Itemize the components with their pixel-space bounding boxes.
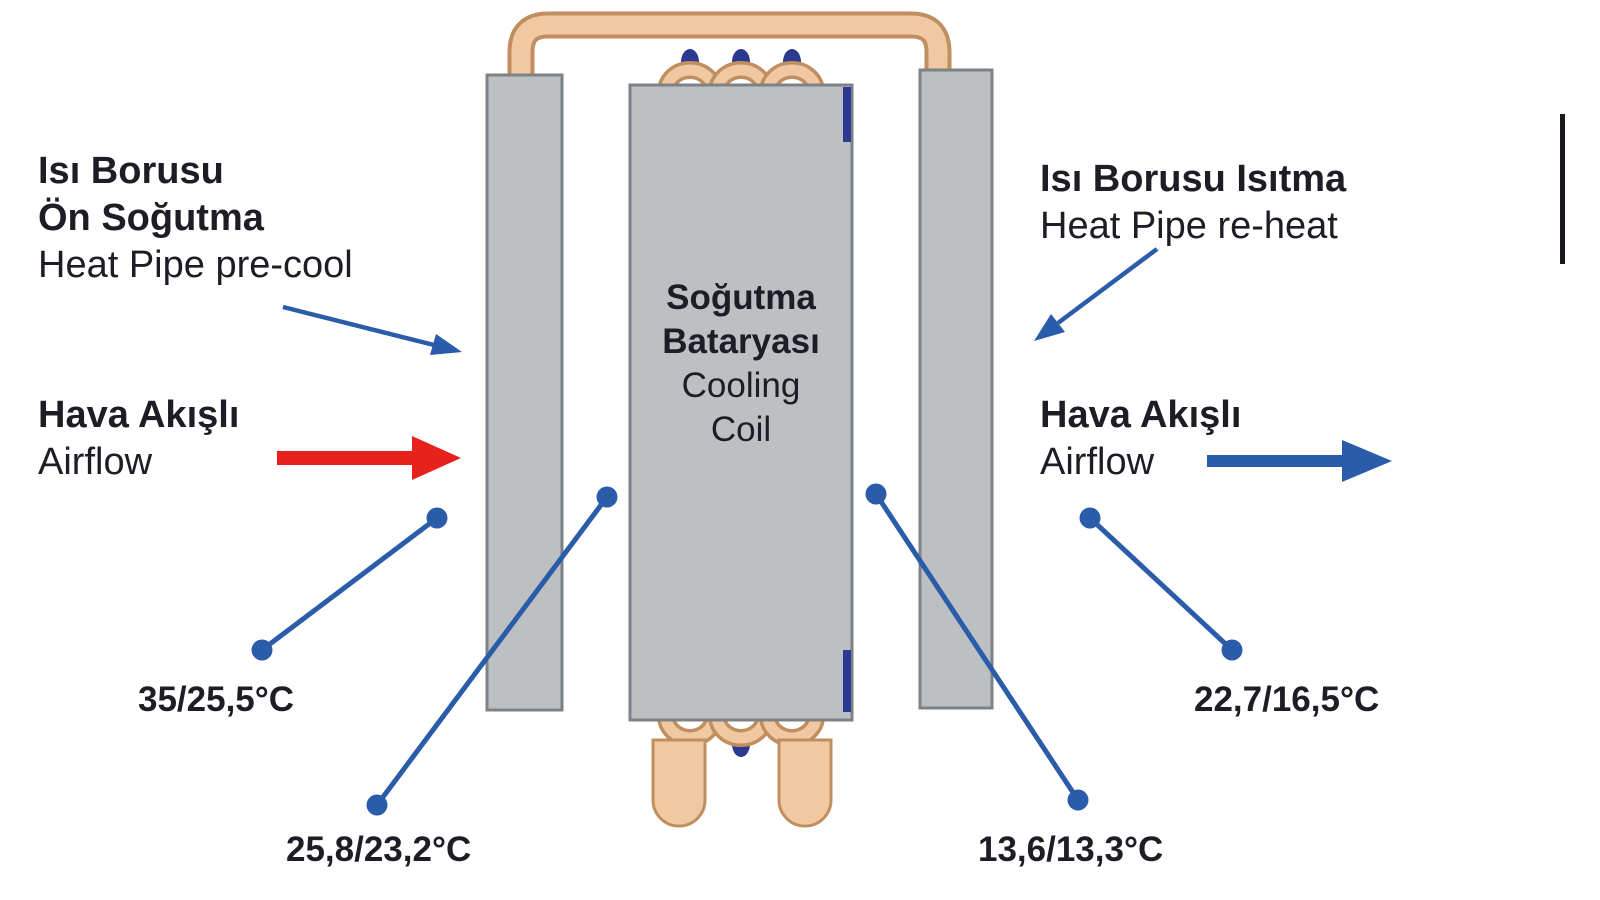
leader-after-precool-temp [366,486,618,816]
reheat-label: Isı Borusu Isıtma Heat Pipe re-heat [1040,156,1346,250]
leader-after-coil-temp [865,483,1089,811]
precool-label-line1: Isı Borusu [38,150,224,192]
temp-after-precool: 25,8/23,2°C [286,830,472,869]
coil-label-line4: Coil [710,410,772,450]
coil-label-line2: Bataryası [662,322,820,362]
airflow-out-label-line2: Airflow [1040,441,1155,484]
coil-label-line3: Cooling [681,366,801,406]
reheat-label-line2: Heat Pipe re-heat [1040,205,1338,248]
reheat-label-line1: Isı Borusu Isıtma [1040,158,1347,200]
airflow-in-label-line2: Airflow [38,441,153,484]
coil-side-mark-bottom [843,650,851,712]
precool-pointer-arrow [282,304,462,355]
coil-top-bends [657,49,825,93]
airflow-in-label: Hava Akışlı Airflow [38,392,239,486]
reheat-heat-pipe-panel [918,68,994,710]
cooling-coil-label: Soğutma Bataryası Cooling Coil [630,276,852,452]
leader-outlet-temp [1079,507,1243,661]
temp-after-coil: 13,6/13,3°C [978,830,1164,869]
airflow-out-label-line1: Hava Akışlı [1040,394,1242,436]
coil-side-mark-top [843,87,851,142]
precool-label-line2: Ön Soğutma [38,197,264,240]
airflow-out-arrow [1207,440,1392,482]
precool-heat-pipe-panel [485,73,564,712]
temp-inlet: 35/25,5°C [138,680,295,719]
airflow-in-label-line1: Hava Akışlı [38,394,240,436]
coil-bottom-headers [651,738,833,828]
precool-label: Isı Borusu Ön Soğutma Heat Pipe pre-cool [38,148,353,289]
image-edge-artifact [1560,114,1565,264]
airflow-out-label: Hava Akışlı Airflow [1040,392,1241,486]
precool-label-line3: Heat Pipe pre-cool [38,244,353,287]
leader-inlet-temp [251,507,448,661]
coil-label-line1: Soğutma [666,278,816,317]
reheat-pointer-arrow [1034,247,1159,341]
cooling-coil-body [628,83,854,722]
heat-pipe-top-run [507,11,952,88]
temp-outlet: 22,7/16,5°C [1194,680,1380,719]
airflow-in-arrow [277,436,461,480]
